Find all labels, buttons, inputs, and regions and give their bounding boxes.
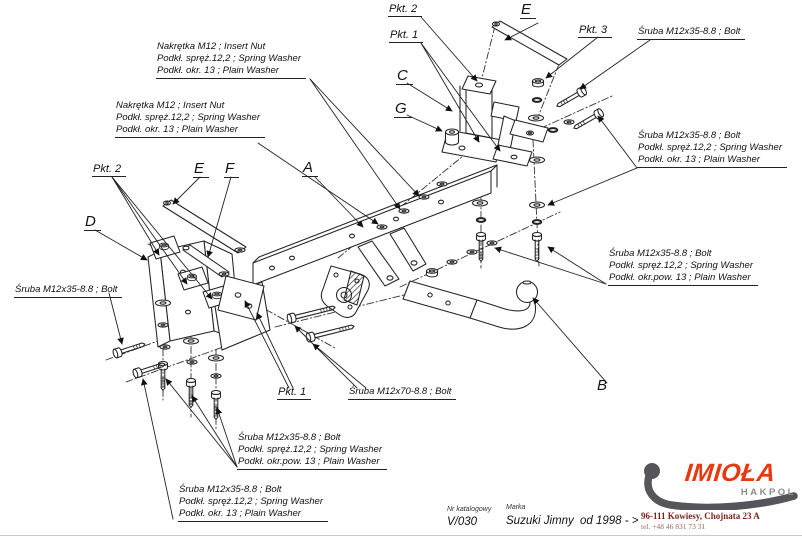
label-pkt2-top: Pkt. 2 xyxy=(388,3,423,17)
ball-arm-B-drawing xyxy=(320,227,539,330)
bracket-C-drawing xyxy=(490,101,549,167)
make-years: od 1998 - > xyxy=(580,515,639,527)
crossbar-A-drawing xyxy=(252,164,498,286)
label-d: D xyxy=(84,214,101,231)
beam-end-plate-drawing xyxy=(217,275,265,321)
bushing-G-drawing xyxy=(444,128,460,146)
label-pkt1-top: Pkt. 1 xyxy=(389,29,424,43)
catalog-number-label: Nr katalogowy xyxy=(447,506,492,513)
label-pkt2-left: Pkt. 2 xyxy=(92,163,127,177)
catalog-number-value: V/030 xyxy=(447,516,478,528)
bottom-rule xyxy=(0,535,802,536)
label-f: F xyxy=(224,161,240,178)
make-value: Suzuki Jimny xyxy=(506,515,574,527)
company-phone: tel. +48 46 831 73 31 xyxy=(641,522,706,531)
label-a: A xyxy=(302,160,319,177)
bracket-D-drawing xyxy=(147,199,271,351)
label-g: G xyxy=(394,101,412,118)
label-c: C xyxy=(396,68,413,85)
label-sruba-m70: Śruba M12x70-8.8 ; Bolt xyxy=(348,386,457,400)
label-sruba-left: Śruba M12x35-8.8 ; Bolt xyxy=(14,284,123,298)
leader-lines xyxy=(94,16,651,520)
label-e-top: E xyxy=(520,2,537,19)
label-e-left: E xyxy=(193,161,210,178)
label-pkt3: Pkt. 3 xyxy=(578,24,613,38)
company-address: 96-111 Kowiesy, Chojnata 23 A xyxy=(641,511,760,521)
label-b: B xyxy=(597,377,608,394)
towball-hook-icon xyxy=(644,463,798,512)
hakpol-logo: IMIOŁA HAKPOL xyxy=(641,459,799,512)
label-sruba-top-right: Śruba M12x35-8.8 ; Bolt xyxy=(637,26,746,40)
label-pkt1-bottom: Pkt. 1 xyxy=(277,386,312,400)
brand-subname: HAKPOL xyxy=(740,487,796,498)
make-label: Marka xyxy=(506,504,526,511)
brand-name: IMIOŁA xyxy=(683,459,778,487)
